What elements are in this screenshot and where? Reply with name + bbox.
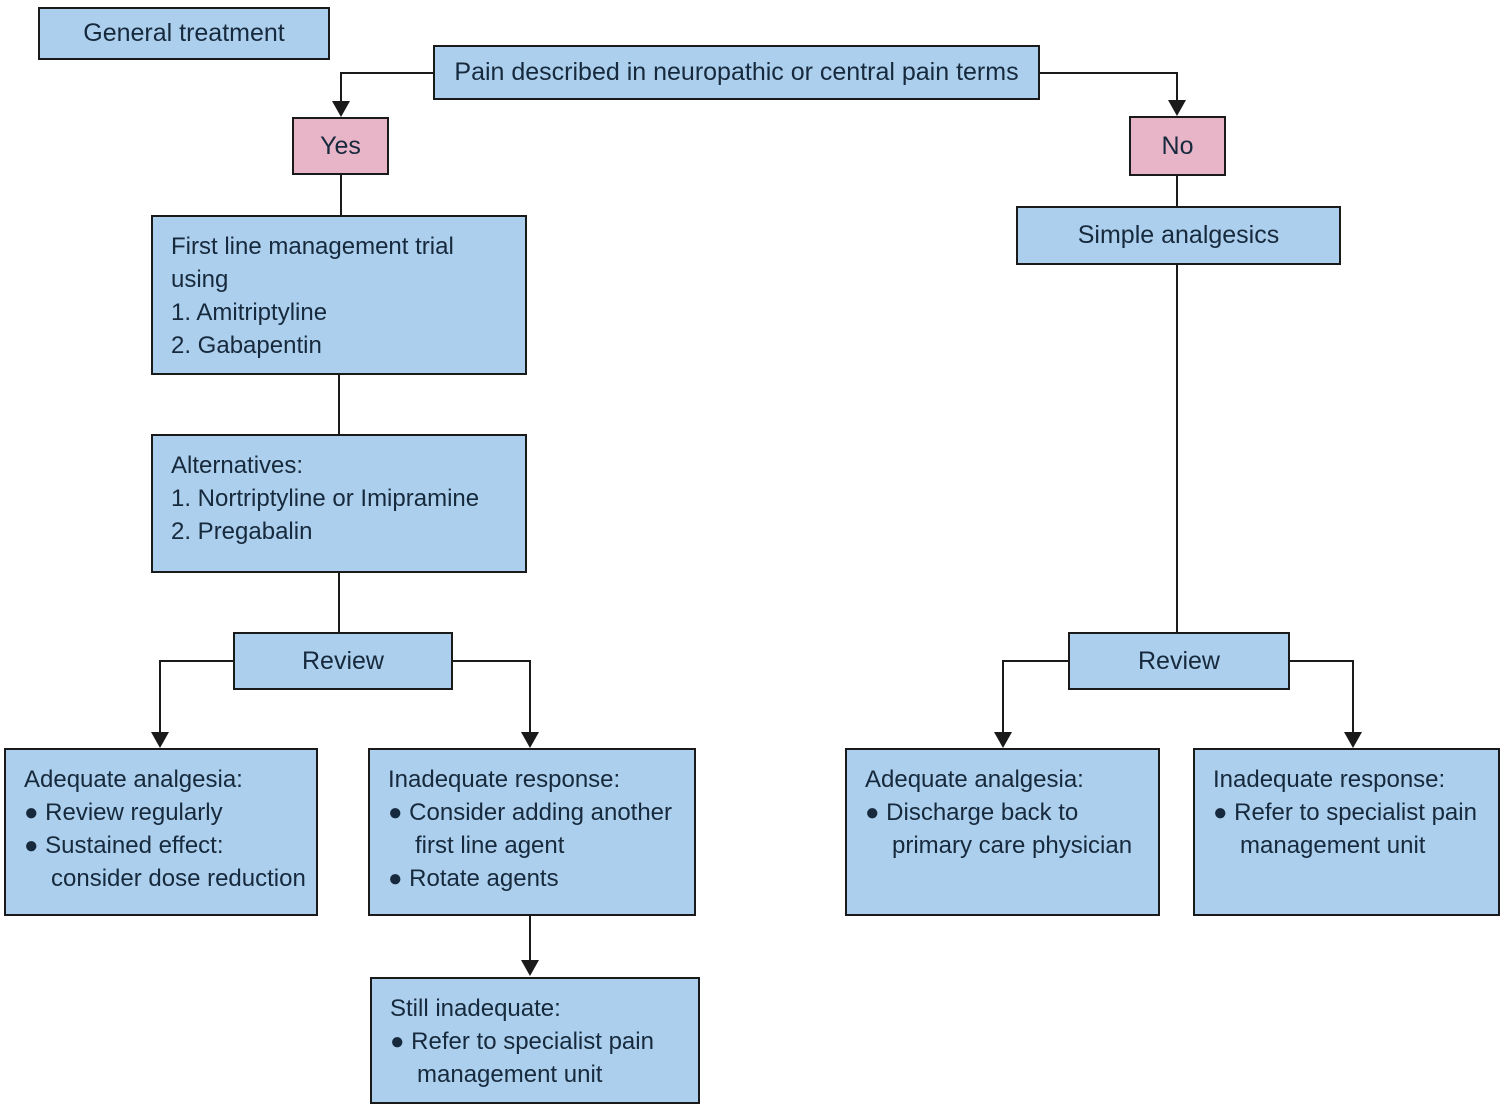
- node-text-line: ● Consider adding another: [388, 799, 673, 826]
- connector-review-to-inadequate-left: [453, 660, 531, 733]
- arrowhead-inadequate-right: [1344, 732, 1362, 748]
- node-general-treatment-label: General treatment: [83, 19, 285, 47]
- connector-review-to-adequate-right: [1002, 660, 1068, 733]
- node-pain-question: Pain described in neuropathic or central…: [433, 45, 1040, 100]
- node-general-treatment: General treatment: [38, 7, 330, 60]
- node-text-line: ● Discharge back to: [865, 799, 1079, 826]
- arrowhead-adequate-right: [994, 732, 1012, 748]
- node-text-line: First line management trial: [171, 233, 454, 260]
- node-text-line: management unit: [417, 1061, 603, 1088]
- node-text-line: ● Rotate agents: [388, 865, 559, 892]
- node-inadequate-response-right: Inadequate response: ● Refer to speciali…: [1193, 748, 1500, 916]
- arrowhead-inadequate-left: [521, 732, 539, 748]
- node-no: No: [1129, 116, 1226, 176]
- node-simple-analgesics: Simple analgesics: [1016, 206, 1341, 265]
- node-yes-label: Yes: [320, 131, 361, 160]
- node-review-left-label: Review: [302, 646, 384, 675]
- node-text-line: ● Review regularly: [24, 799, 223, 826]
- node-text-line: Inadequate response:: [1213, 766, 1446, 793]
- arrowhead-adequate-left: [151, 732, 169, 748]
- node-alternatives: Alternatives: 1. Nortriptyline or Imipra…: [151, 434, 527, 573]
- node-first-line-management: First line management trial using 1. Ami…: [151, 215, 527, 375]
- connector-review-to-inadequate-right: [1290, 660, 1354, 733]
- node-yes: Yes: [292, 117, 389, 175]
- arrowhead-no: [1168, 100, 1186, 116]
- node-adequate-analgesia-right: Adequate analgesia: ● Discharge back to …: [845, 748, 1160, 916]
- node-text-line: Adequate analgesia:: [24, 766, 243, 793]
- node-simple-analgesics-label: Simple analgesics: [1077, 221, 1280, 249]
- node-text-line: ● Refer to specialist pain: [390, 1028, 654, 1055]
- connector-pain-to-yes: [340, 72, 433, 102]
- node-still-inadequate: Still inadequate: ● Refer to specialist …: [370, 977, 700, 1104]
- node-review-left: Review: [233, 632, 453, 690]
- node-text-line: first line agent: [415, 832, 565, 859]
- node-text-line: Inadequate response:: [388, 766, 621, 793]
- node-adequate-analgesia-left: Adequate analgesia: ● Review regularly ●…: [4, 748, 318, 916]
- node-text-line: Adequate analgesia:: [865, 766, 1084, 793]
- node-inadequate-response-left: Inadequate response: ● Consider adding a…: [368, 748, 696, 916]
- node-text-line: using: [171, 266, 229, 293]
- connector-review-to-adequate-left: [159, 660, 233, 733]
- node-text-line: primary care physician: [892, 832, 1133, 859]
- node-text-line: Still inadequate:: [390, 995, 561, 1022]
- node-text-line: 2. Pregabalin: [171, 518, 313, 545]
- node-text-line: ● Sustained effect:: [24, 832, 224, 859]
- arrowhead-yes: [332, 101, 350, 117]
- node-review-right-label: Review: [1138, 646, 1220, 675]
- node-text-line: management unit: [1240, 832, 1426, 859]
- node-text-line: 1. Amitriptyline: [171, 299, 328, 326]
- node-text-line: Alternatives:: [171, 452, 304, 479]
- node-no-label: No: [1161, 131, 1194, 160]
- node-text-line: 2. Gabapentin: [171, 332, 322, 359]
- node-review-right: Review: [1068, 632, 1290, 690]
- connector-pain-to-no: [1040, 72, 1178, 101]
- node-text-line: ● Refer to specialist pain: [1213, 799, 1477, 826]
- arrowhead-still-inadequate: [521, 960, 539, 976]
- node-text-line: consider dose reduction: [51, 865, 306, 892]
- node-pain-question-label: Pain described in neuropathic or central…: [454, 58, 1019, 86]
- node-text-line: 1. Nortriptyline or Imipramine: [171, 485, 480, 512]
